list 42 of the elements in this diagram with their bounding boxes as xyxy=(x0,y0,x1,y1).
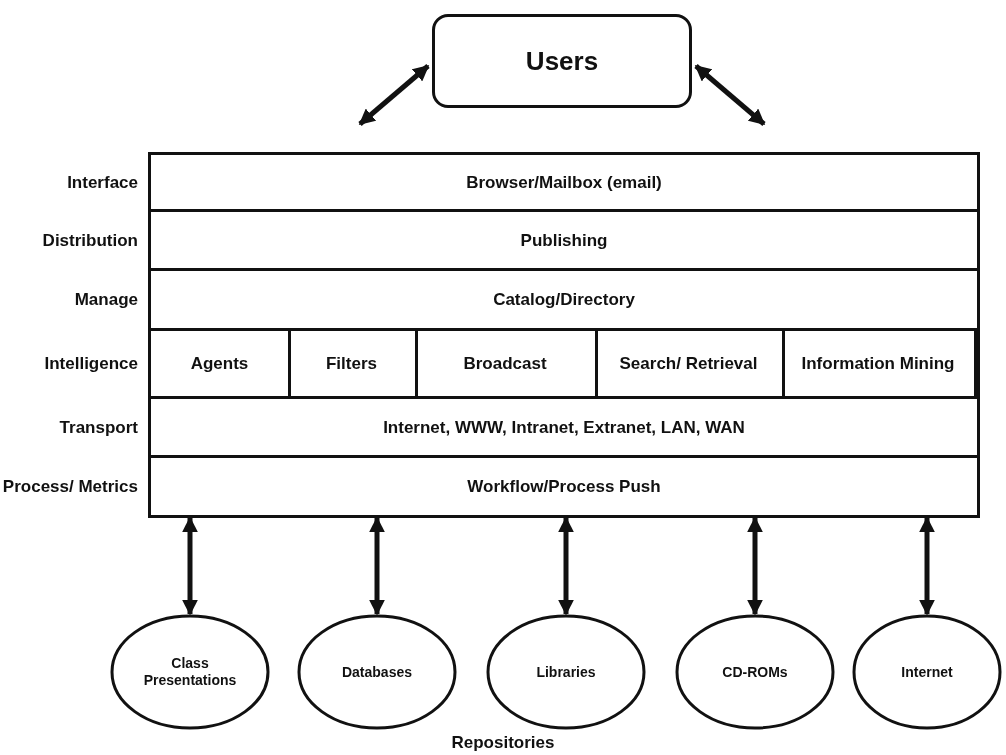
layer-label: Broadcast xyxy=(463,353,547,374)
layer-box xyxy=(148,455,980,518)
arrow xyxy=(558,516,574,616)
layer-label: Search/ Retrieval xyxy=(619,353,758,374)
layer-label: Catalog/Directory xyxy=(493,289,635,310)
arrow xyxy=(369,516,385,616)
arrow xyxy=(919,516,935,616)
layer-name: Intelligence xyxy=(43,353,138,374)
layer-box xyxy=(148,268,980,331)
repository-label: Libraries xyxy=(536,663,596,681)
repository-ellipse xyxy=(486,614,646,730)
layer-name: Manage xyxy=(73,289,138,310)
group-label: Repositories xyxy=(450,733,556,753)
arrow xyxy=(182,516,198,616)
repository-label: Class Presentations xyxy=(142,655,238,689)
layer-name: Process/ Metrics xyxy=(1,476,138,497)
repository-ellipse xyxy=(110,614,270,730)
layer-box xyxy=(148,152,980,212)
user-box xyxy=(432,14,692,108)
layer-name: Distribution xyxy=(41,229,138,251)
box xyxy=(148,328,980,399)
repository-ellipse xyxy=(297,614,457,730)
layer-box xyxy=(148,209,980,271)
repository-label: CD-ROMs xyxy=(722,663,788,681)
repository-ellipse xyxy=(852,614,1002,730)
layer-box xyxy=(148,396,980,458)
layer-name: Interface xyxy=(66,171,138,193)
layer-label: Publishing xyxy=(520,229,608,251)
layer-label: Browser/Mailbox (email) xyxy=(466,171,662,193)
layer-label: Information Mining xyxy=(801,353,955,374)
repository-label: Databases xyxy=(341,663,412,681)
user-label: Users xyxy=(525,46,599,76)
layer-label: Agents xyxy=(190,353,249,374)
layer-label: Filters xyxy=(326,353,377,374)
layer-label: Workflow/Process Push xyxy=(467,476,661,497)
arrow xyxy=(747,516,763,616)
repository-label: Internet xyxy=(901,663,953,681)
repository-ellipse xyxy=(675,614,835,730)
layer-name: Transport xyxy=(58,416,138,438)
arrow xyxy=(694,64,766,126)
layer-label: Internet, WWW, Intranet, Extranet, LAN, WAN xyxy=(383,416,745,438)
arrow xyxy=(358,64,430,126)
